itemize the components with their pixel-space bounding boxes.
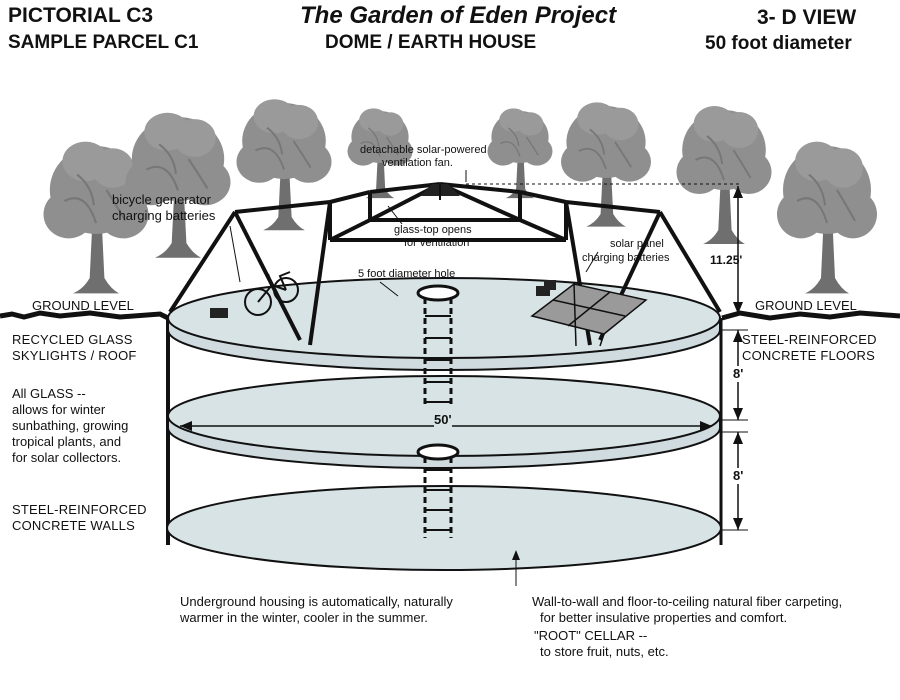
label-floors-line1: STEEL-REINFORCED [742,332,877,347]
label-glass-top-line2: for ventilation [404,237,470,249]
label-ground-right: GROUND LEVEL [755,298,857,313]
label-floors-line2: CONCRETE FLOORS [742,348,876,363]
header-right-line1: 3- D VIEW [757,6,857,29]
label-bicycle-line1: bicycle generator [112,192,211,207]
label-bicycle-line2: charging batteries [112,208,216,223]
label-level-upper: 8' [733,366,744,382]
label-cellar-line1: "ROOT" CELLAR -- [534,628,648,643]
label-solar-panel-line2: charging batteries [582,252,670,264]
label-all-glass-line1: All GLASS -- [12,386,86,401]
tree-5 [675,105,773,245]
label-solar-fan-line1: detachable solar-powered [360,144,487,156]
lower-hole [416,443,460,461]
label-all-glass-line2: allows for winter [12,402,106,417]
label-walls-line2: CONCRETE WALLS [12,518,135,533]
label-glass-top-line1: glass-top opens [394,224,472,236]
bottom-floor [166,485,722,571]
label-carpet-line2: for better insulative properties and com… [540,610,788,625]
label-walls-line1: STEEL-REINFORCED [12,502,147,517]
bicycle-generator [244,271,299,316]
ladder-lower [423,457,453,538]
label-skylights-line2: SKYLIGHTS / ROOF [12,348,137,363]
label-all-glass-line4: tropical plants, and [12,434,122,449]
label-height: 11.25' [710,253,743,267]
label-diameter: 50' [434,412,452,428]
tree-2 [124,111,232,259]
label-level-lower: 8' [733,468,744,484]
ground-line [0,310,900,321]
tree-6 [775,140,879,295]
label-carpet-line1: Wall-to-wall and floor-to-ceiling natura… [532,594,843,609]
tree-8 [486,107,554,199]
label-ground-left: GROUND LEVEL [32,298,134,313]
label-all-glass-line3: sunbathing, growing [12,418,129,433]
label-underground-line2: warmer in the winter, cooler in the summ… [180,610,428,625]
header-left-line1: PICTORIAL C3 [8,4,154,27]
label-all-glass-line5: for solar collectors. [12,450,122,465]
label-solar-panel-line1: solar panel [610,238,664,250]
label-solar-fan-line2: ventilation fan. [382,157,453,169]
diagram-title: The Garden of Eden Project [300,2,617,29]
header-right-line2: 50 foot diameter [705,33,852,54]
solar-panel [530,283,648,347]
label-underground-line1: Underground housing is automatically, na… [180,594,453,609]
diagram-subtitle: DOME / EARTH HOUSE [325,32,537,53]
ladder-upper [423,298,453,405]
label-skylights-line1: RECYCLED GLASS [12,332,133,347]
header-left-line2: SAMPLE PARCEL C1 [8,32,199,53]
label-cellar-line2: to store fruit, nuts, etc. [540,644,669,659]
upper-hole [416,284,460,302]
label-hole: 5 foot diameter hole [358,268,456,280]
